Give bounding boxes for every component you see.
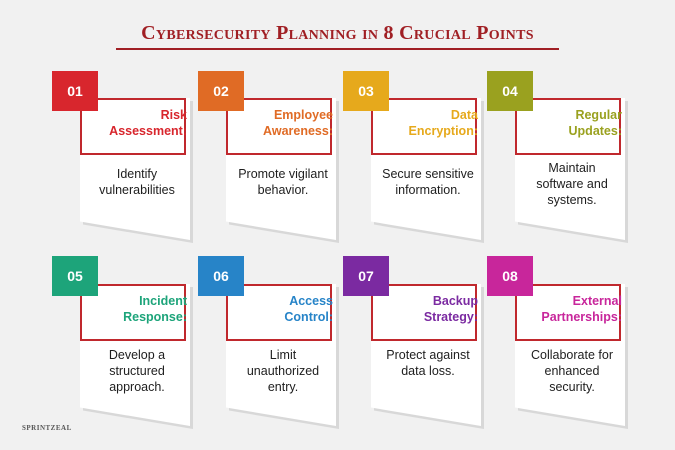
card-label: External Partnerships: <box>541 294 622 324</box>
brand-logo: SPRINTZEAL <box>22 424 72 432</box>
card-regular-updates: Regular Updates: Maintain software and s… <box>515 98 630 243</box>
card-access-control: Access Control: Limit unauthorized entry… <box>226 284 341 429</box>
card-incident-response: Incident Response: Develop a structured … <box>80 284 195 429</box>
card-description: Secure sensitive information. <box>382 167 474 197</box>
card-description: Protect against data loss. <box>386 348 470 378</box>
card-label: Risk Assessment: <box>109 108 187 138</box>
card-backup-strategy: Backup Strategy: Protect against data lo… <box>371 284 486 429</box>
badge-number: 06 <box>198 256 244 296</box>
card-risk-assessment: Risk Assessment: Identify vulnerabilitie… <box>80 98 195 243</box>
page-title: Cybersecurity Planning in 8 Crucial Poin… <box>141 22 534 44</box>
card-label: Incident Response: <box>123 294 187 324</box>
card-description: Identify vulnerabilities <box>99 167 175 197</box>
card-label: Employee Awareness: <box>263 108 333 138</box>
card-description: Promote vigilant behavior. <box>238 167 328 197</box>
card-description: Develop a structured approach. <box>108 348 166 394</box>
title-underline <box>116 48 559 50</box>
card-description: Maintain software and systems. <box>536 161 608 207</box>
card-label: Data Encryption: <box>408 108 478 138</box>
card-label: Backup Strategy: <box>423 294 478 324</box>
card-label: Regular Updates: <box>568 108 622 138</box>
badge-number: 02 <box>198 71 244 111</box>
card-label: Access Control: <box>284 294 333 324</box>
card-external-partnerships: External Partnerships: Collaborate for e… <box>515 284 630 429</box>
badge-number: 01 <box>52 71 98 111</box>
badge-number: 07 <box>343 256 389 296</box>
badge-number: 08 <box>487 256 533 296</box>
card-description: Limit unauthorized entry. <box>246 348 320 394</box>
badge-number: 05 <box>52 256 98 296</box>
badge-number: 04 <box>487 71 533 111</box>
card-description: Collaborate for enhanced security. <box>531 348 613 394</box>
badge-number: 03 <box>343 71 389 111</box>
card-employee-awareness: Employee Awareness: Promote vigilant beh… <box>226 98 341 243</box>
card-data-encryption: Data Encryption: Secure sensitive inform… <box>371 98 486 243</box>
